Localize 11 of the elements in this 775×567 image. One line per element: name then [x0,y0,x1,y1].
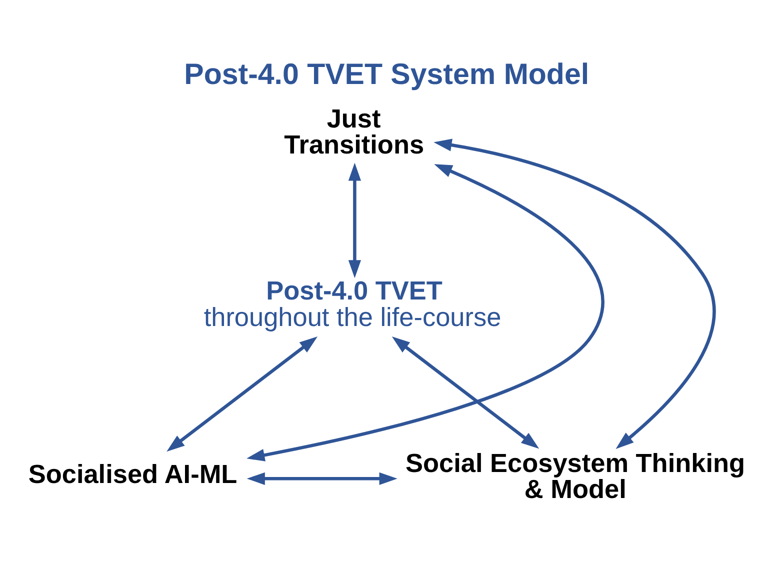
arrow [392,336,540,449]
arrow [348,162,362,278]
arrow [246,164,604,462]
diagram-title: Post-4.0 TVET System Model [184,58,590,92]
arrow [246,472,398,485]
node-text: Just Transitions [284,103,424,160]
arrow [166,336,318,452]
node-text: Socialised AI-ML [28,459,238,490]
arrow [434,138,716,449]
node-text: Post-4.0 TVET throughout the life-course [204,276,502,332]
node-text: Social Ecosystem Thinking & Model [406,448,746,504]
